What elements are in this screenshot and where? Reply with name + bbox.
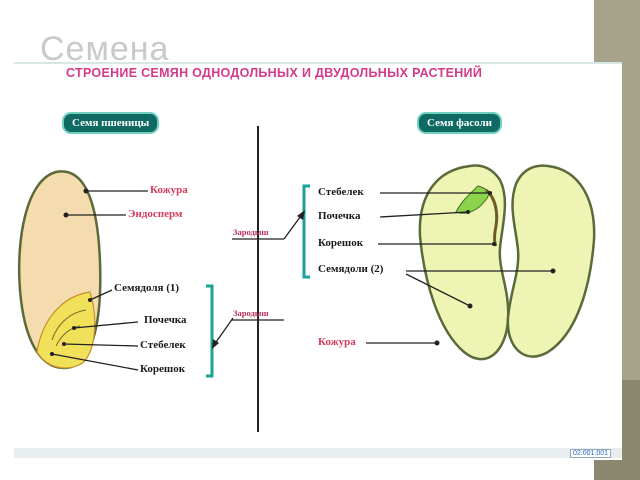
bean-bud-label: Почечка (318, 210, 361, 222)
wheat-stem-label: Стебелек (140, 339, 186, 351)
wheat-seed (17, 170, 102, 370)
wheat-cotyledon-label: Семядоля (1) (114, 282, 180, 294)
bean-embryo-bracket (302, 184, 310, 279)
wheat-endosperm-label: Эндосперм (128, 208, 183, 220)
wheat-bud-edge (55, 325, 81, 347)
bean-left-cotyledon (418, 164, 510, 361)
bean-bud-pointer (379, 211, 469, 218)
diagram-heading: СТРОЕНИЕ СЕМЯН ОДНОДОЛЬНЫХ И ДВУДОЛЬНЫХ … (66, 66, 483, 80)
bean-right-cotyledon (506, 164, 596, 358)
bean-root-label: Корешок (318, 237, 364, 249)
wheat-bud-label: Почечка (144, 314, 187, 326)
bean-embryo-arrowhead (297, 210, 305, 220)
wheat-cotyledon-edge (51, 309, 87, 341)
wheat-embryo-arrowhead (212, 339, 219, 349)
wheat-bud-pointer (73, 321, 139, 329)
footer-code: 02.001.001 (570, 449, 612, 458)
bean-coat-label: Кожура (318, 336, 356, 348)
bean-stem-shape (484, 188, 499, 247)
footer-bar (14, 448, 622, 458)
wheat-cotyledon-pointer (89, 289, 113, 301)
bean-seed-badge: Семя фасоли (417, 112, 503, 134)
bean-cotyledon-pointer-left (405, 273, 471, 307)
wheat-seed-badge: Семя пшеницы (62, 112, 160, 134)
embryo-label-top: Зародыш (233, 227, 269, 237)
slide-title: Семена (40, 30, 170, 68)
wheat-root-pointer (51, 353, 139, 371)
wheat-embryo-arrow-line (213, 317, 234, 346)
wheat-embryo-bracket (206, 284, 214, 378)
embryo-label-bottom: Зародыш (233, 308, 269, 318)
bean-cotyledons-label: Семядоли (2) (318, 263, 384, 275)
bean-stem-label: Стебелек (318, 186, 364, 198)
bean-seed (418, 164, 596, 361)
wheat-stem-pointer (63, 343, 139, 347)
wheat-root-label: Корешок (140, 363, 186, 375)
wheat-coat-label: Кожура (150, 184, 188, 196)
